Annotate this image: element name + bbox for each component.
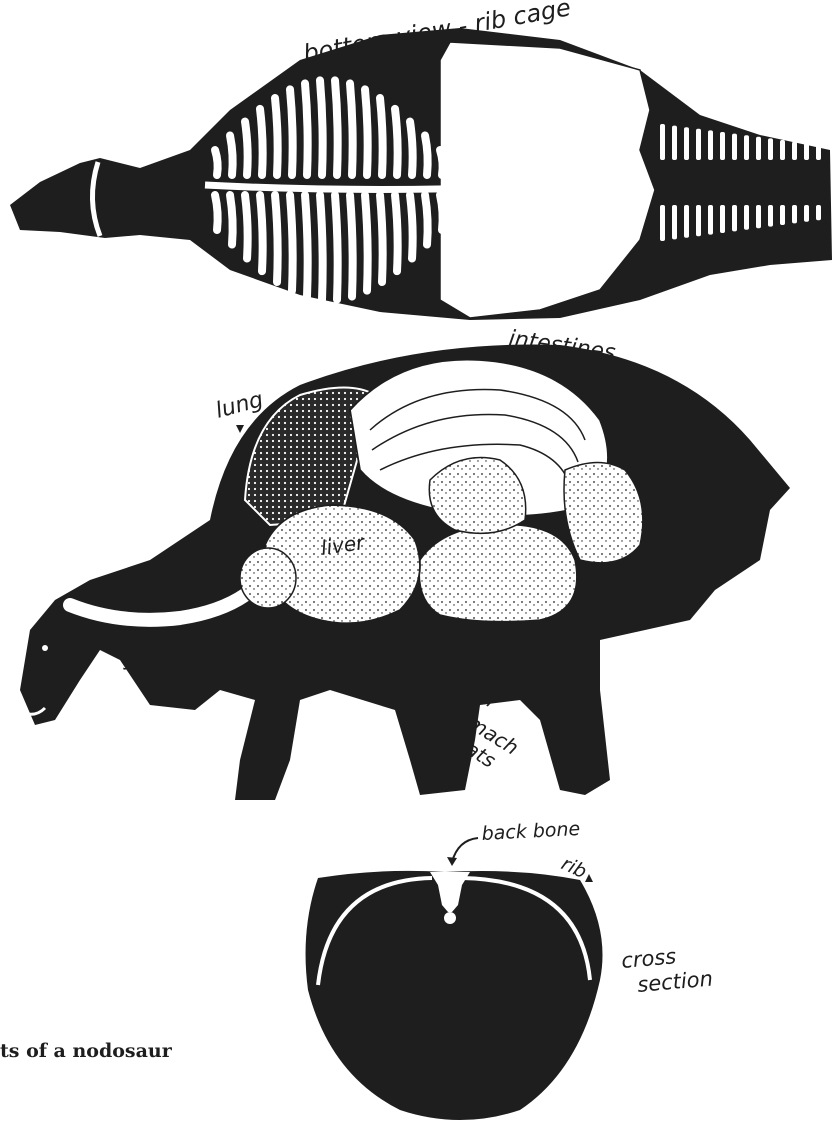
rib-bar	[440, 150, 443, 175]
tail-segment	[708, 205, 713, 235]
rib-bar	[275, 195, 278, 282]
rib-bar	[230, 195, 233, 245]
rib-bar	[320, 195, 323, 300]
tail-segment	[756, 205, 761, 228]
cross-section-title-line2: section	[636, 966, 713, 997]
rib-bar	[215, 195, 218, 230]
tail-segment	[780, 205, 785, 225]
backbone-label: back bone	[481, 818, 581, 845]
tail-segment	[696, 129, 701, 160]
figure-caption: ts of a nodosaur	[0, 1040, 400, 1062]
tail-segment	[792, 205, 797, 223]
tail-segment	[744, 135, 749, 160]
rib-bar	[440, 195, 443, 230]
tail-segment	[684, 127, 689, 160]
cross-section-title-line1: cross	[620, 944, 677, 973]
tail-segment	[792, 142, 797, 160]
backbone-pointer-head	[447, 857, 457, 866]
tail-segment	[780, 140, 785, 160]
tail-segment	[672, 205, 677, 239]
rib-bar	[335, 195, 338, 300]
side-view-organs: intestines lung liver gullet heart multi…	[20, 326, 790, 800]
tail-segment	[756, 137, 761, 160]
rib-bar	[290, 89, 293, 175]
spinal-canal	[444, 912, 456, 924]
head-eye	[42, 645, 48, 651]
cross-section: back bone rib cross section	[306, 818, 714, 1120]
stomach-vats-organ	[419, 524, 577, 621]
rib-bar	[215, 150, 218, 175]
rib-bar	[275, 98, 278, 175]
rib-bar	[230, 135, 233, 175]
rib-bar	[395, 195, 398, 271]
tail-segment	[708, 130, 713, 160]
tail-segment	[672, 126, 677, 160]
tail-segment	[768, 205, 773, 227]
tail-segment	[732, 134, 737, 160]
lung-pointer	[236, 425, 244, 433]
rib-bar	[260, 195, 263, 271]
rib-bar	[245, 122, 248, 175]
tail-segment	[732, 205, 737, 231]
rib-bar	[365, 195, 368, 291]
rib-bar	[305, 195, 308, 297]
tail-segment	[720, 205, 725, 233]
tail-segment	[804, 205, 809, 222]
tail-segment	[684, 205, 689, 238]
rib-bar	[425, 195, 428, 245]
tail-segment	[804, 143, 809, 160]
rib-bar	[290, 195, 293, 291]
tail-segment	[660, 124, 665, 160]
rib-bar	[365, 89, 368, 175]
tail-segment	[696, 205, 701, 236]
bottom-view-body	[10, 28, 832, 320]
rib-bar	[350, 83, 353, 175]
rib-pointer	[585, 874, 593, 882]
rib-bar	[260, 109, 263, 175]
heart-organ	[240, 548, 296, 608]
rib-bar	[380, 195, 383, 282]
rib-bar	[410, 122, 413, 175]
tail-segment	[660, 205, 665, 241]
rib-bar	[245, 195, 248, 258]
tail-segment	[744, 205, 749, 230]
bottom-view-ribcage: bottom view - rib cage	[10, 0, 832, 320]
rib-bar	[320, 80, 323, 175]
rib-bar	[350, 195, 353, 297]
rib-bar	[395, 109, 398, 175]
rib-bar	[410, 195, 413, 258]
rib-bar	[305, 83, 308, 175]
stomach-round	[429, 458, 525, 534]
rib-bar	[380, 98, 383, 175]
tail-segment	[816, 205, 821, 220]
tail-segment	[816, 145, 821, 160]
rib-bar	[425, 135, 428, 175]
rear-organ	[564, 463, 643, 563]
tail-segment	[768, 138, 773, 160]
rib-bar	[335, 80, 338, 175]
tail-segment	[720, 132, 725, 160]
